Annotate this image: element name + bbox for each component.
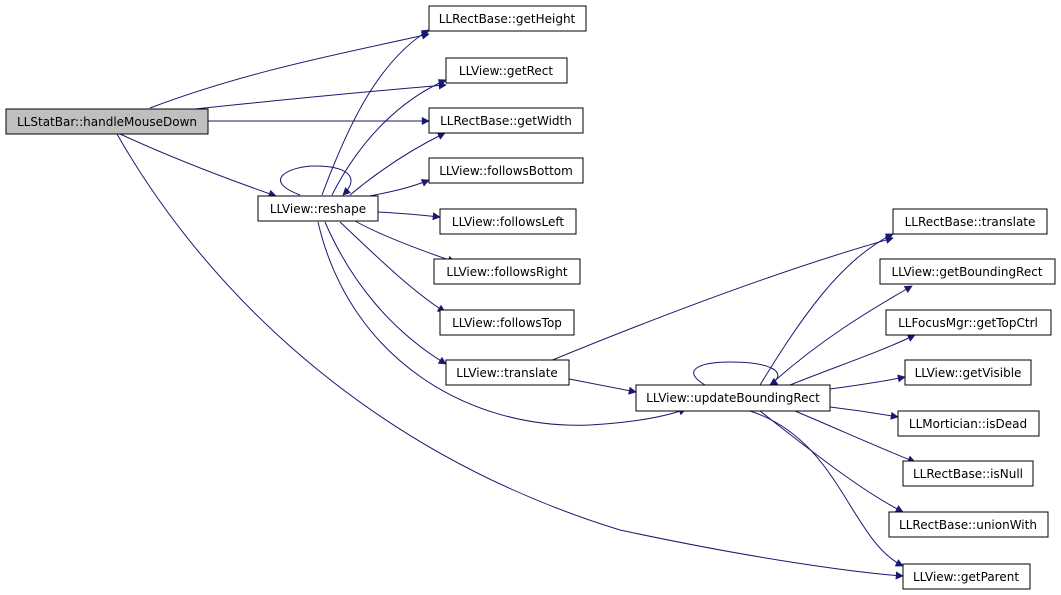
edge-root-getrect bbox=[194, 81, 447, 110]
node-viewtranslate-label: LLView::translate bbox=[456, 366, 558, 380]
edge-root-getparent bbox=[116, 133, 904, 580]
node-root[interactable]: LLStatBar::handleMouseDown bbox=[5, 108, 209, 135]
node-isnull-label: LLRectBase::isNull bbox=[913, 467, 1023, 481]
node-followstop[interactable]: LLView::followsTop bbox=[439, 309, 575, 336]
node-followsbottom-label: LLView::followsBottom bbox=[439, 164, 573, 178]
node-followstop-label: LLView::followsTop bbox=[452, 316, 562, 330]
node-reshape[interactable]: LLView::reshape bbox=[257, 195, 379, 222]
edge-viewtranslate-recttranslate bbox=[549, 236, 894, 362]
edge-reshape-getwidth bbox=[349, 132, 446, 196]
node-getrect-label: LLView::getRect bbox=[459, 64, 553, 78]
node-getwidth[interactable]: LLRectBase::getWidth bbox=[428, 107, 584, 134]
node-isdead-label: LLMortician::isDead bbox=[909, 417, 1027, 431]
node-recttranslate-label: LLRectBase::translate bbox=[905, 215, 1036, 229]
edge-update-isnull bbox=[794, 410, 916, 464]
edge-reshape-followsbottom bbox=[369, 179, 430, 197]
node-getparent-label: LLView::getParent bbox=[913, 570, 1019, 584]
edge-reshape-followstop bbox=[339, 221, 446, 313]
node-followsleft-label: LLView::followsLeft bbox=[452, 215, 564, 229]
node-getrect[interactable]: LLView::getRect bbox=[445, 57, 568, 84]
node-getvisible-label: LLView::getVisible bbox=[915, 366, 1022, 380]
node-getboundingrect-label: LLView::getBoundingRect bbox=[891, 265, 1042, 279]
edge-reshape-viewtranslate bbox=[324, 221, 447, 365]
edge-reshape-followsright bbox=[354, 220, 456, 264]
node-unionwith[interactable]: LLRectBase::unionWith bbox=[888, 511, 1049, 538]
edge-reshape-self bbox=[280, 165, 352, 196]
node-isdead[interactable]: LLMortician::isDead bbox=[897, 410, 1040, 437]
node-gettopctrl[interactable]: LLFocusMgr::getTopCtrl bbox=[885, 309, 1052, 336]
edge-reshape-getrect bbox=[331, 79, 447, 196]
node-root-label: LLStatBar::handleMouseDown bbox=[17, 115, 197, 129]
edge-update-gettopctrl bbox=[789, 334, 916, 386]
node-followsright[interactable]: LLView::followsRight bbox=[433, 258, 581, 285]
node-getheight[interactable]: LLRectBase::getHeight bbox=[428, 5, 587, 32]
edge-reshape-updateboundingrect bbox=[317, 221, 687, 426]
node-updateboundingrect[interactable]: LLView::updateBoundingRect bbox=[635, 384, 831, 412]
node-getparent[interactable]: LLView::getParent bbox=[902, 563, 1031, 590]
node-recttranslate[interactable]: LLRectBase::translate bbox=[892, 208, 1048, 235]
node-followsright-label: LLView::followsRight bbox=[446, 265, 567, 279]
node-isnull[interactable]: LLRectBase::isNull bbox=[902, 460, 1034, 487]
node-getheight-label: LLRectBase::getHeight bbox=[439, 12, 576, 26]
node-unionwith-label: LLRectBase::unionWith bbox=[899, 518, 1037, 532]
edge-root-reshape bbox=[119, 133, 277, 198]
edge-update-getboundingrect bbox=[769, 285, 913, 386]
node-reshape-label: LLView::reshape bbox=[270, 202, 366, 216]
node-getboundingrect[interactable]: LLView::getBoundingRect bbox=[879, 258, 1056, 285]
edge-reshape-getheight bbox=[321, 29, 430, 196]
edges bbox=[116, 29, 916, 580]
node-followsleft[interactable]: LLView::followsLeft bbox=[439, 208, 577, 235]
edge-update-recttranslate bbox=[759, 233, 894, 386]
node-getwidth-label: LLRectBase::getWidth bbox=[440, 114, 572, 128]
edge-update-getvisible bbox=[829, 374, 906, 390]
node-viewtranslate[interactable]: LLView::translate bbox=[445, 359, 570, 386]
edge-update-unionwith bbox=[759, 410, 904, 513]
node-updateboundingrect-label: LLView::updateBoundingRect bbox=[646, 391, 820, 405]
edge-root-getheight bbox=[149, 31, 430, 109]
edge-viewtranslate-updateboundingrect bbox=[568, 378, 637, 395]
edge-update-isdead bbox=[829, 406, 899, 420]
node-followsbottom[interactable]: LLView::followsBottom bbox=[428, 157, 584, 184]
node-gettopctrl-label: LLFocusMgr::getTopCtrl bbox=[898, 316, 1038, 330]
edge-update-getparent bbox=[749, 410, 904, 567]
edge-reshape-followsleft bbox=[377, 211, 441, 221]
node-getvisible[interactable]: LLView::getVisible bbox=[904, 359, 1032, 386]
edge-update-self bbox=[693, 361, 779, 386]
